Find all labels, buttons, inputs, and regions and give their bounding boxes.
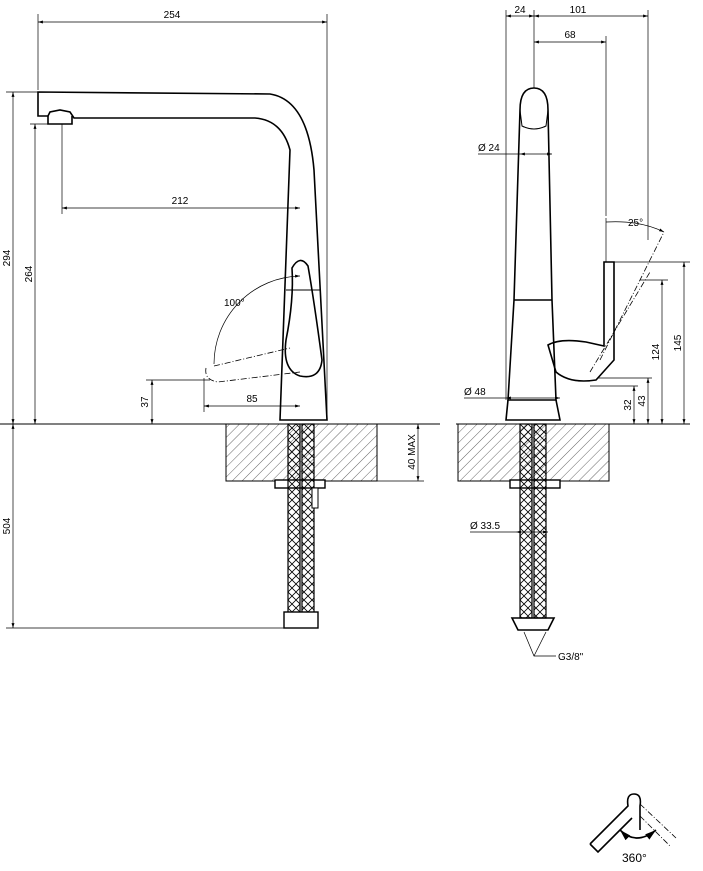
front-view: 100° 254 212 294 264 37 85 — [0, 10, 440, 629]
pipe-left-front — [287, 423, 301, 619]
dim-504-label: 504 — [2, 517, 13, 534]
aerator-front — [47, 116, 73, 125]
dim-37-label: 37 — [140, 396, 151, 408]
dim-d48-label: Ø 48 — [464, 387, 486, 398]
spout-top-side — [519, 109, 549, 130]
rotation-360-icon: 360° — [589, 793, 677, 865]
lever-side — [547, 261, 615, 382]
pipe-right-front — [301, 423, 315, 619]
dim-85-label: 85 — [246, 394, 258, 405]
side-view: 25° 24 101 68 Ø 24 Ø 48 Ø 33.5 G3/8" — [456, 5, 690, 663]
dim-212-label: 212 — [172, 196, 189, 207]
lever-arc — [213, 274, 301, 365]
dim-145-label: 145 — [673, 334, 684, 351]
tilt-angle-label: 25° — [628, 218, 643, 229]
thread-leader — [523, 631, 556, 657]
pin-front — [311, 487, 319, 509]
pipe-right-side — [533, 423, 547, 619]
dim-32-label: 32 — [623, 399, 634, 411]
lever-angle-label: 100° — [224, 298, 245, 309]
dim-68-label: 68 — [564, 30, 576, 41]
spout-body-side — [507, 87, 557, 401]
tilt-arc — [605, 221, 665, 233]
dim-124-label: 124 — [651, 343, 662, 360]
dim-254-label: 254 — [164, 10, 181, 21]
lever-tilt-dashed — [589, 231, 665, 373]
lever-front — [284, 259, 323, 378]
dim-264-label: 264 — [24, 265, 35, 282]
dim-294-label: 294 — [2, 249, 13, 266]
fitting-side — [510, 617, 556, 631]
rotation-label: 360° — [622, 851, 647, 865]
dim-101-label: 101 — [570, 5, 587, 16]
thread-label: G3/8" — [558, 652, 584, 663]
base-side — [505, 399, 561, 421]
dim-24-label: 24 — [514, 5, 526, 16]
dim-d33-label: Ø 33.5 — [470, 521, 500, 532]
spout-body-front — [37, 91, 328, 421]
pipe-left-side — [519, 423, 533, 619]
dim-40-label: 40 MAX — [407, 434, 418, 470]
dim-43-label: 43 — [637, 395, 648, 407]
dim-d24-label: Ø 24 — [478, 143, 500, 154]
fitting-front — [283, 611, 319, 629]
lever-open-dashed — [205, 347, 301, 383]
